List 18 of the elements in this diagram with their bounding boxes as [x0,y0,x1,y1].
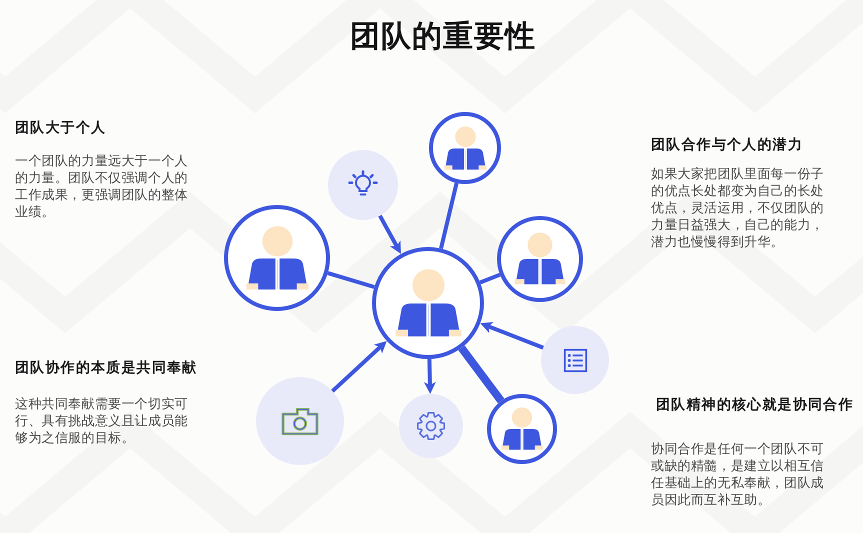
connector-line [479,272,501,284]
paragraph: 协同合作是任何一个团队不可或缺的精髓，是建立以相互信任基础上的无私奉献，团队成员因此而互补互助。 [651,441,825,509]
avatar-circle [372,247,484,359]
paragraph: 一个团队的力量远大于一个人的力量。团队不仅强调个人的工作成果，更强调团队的整体业绩。 [15,153,189,221]
title: 团队的重要性 [350,18,536,56]
connector-line [458,346,504,404]
arrow [331,340,387,393]
connector-line [327,271,375,289]
section-heading: 团队合作与个人的潜力 [651,136,803,154]
section-heading: 团队协作的本质是共同奉献 [15,359,198,377]
paragraph: 这种共同奉献需要一个切实可行、具有挑战意义且让成员能够为之信服的目标。 [15,396,189,447]
section-heading: 团队精神的核心就是协同合作 [656,396,854,414]
arrow [378,214,401,254]
paragraph: 如果大家把团队里面每一份子的优点长处都变为自己的长处优点，灵活运用，不仅团队的力量日益强大，自己的能力，潜力也慢慢得到升华。 [651,166,825,251]
connector-line [439,182,459,249]
arrow [424,358,436,394]
arrow [480,322,544,350]
section-heading: 团队大于个人 [15,119,106,137]
